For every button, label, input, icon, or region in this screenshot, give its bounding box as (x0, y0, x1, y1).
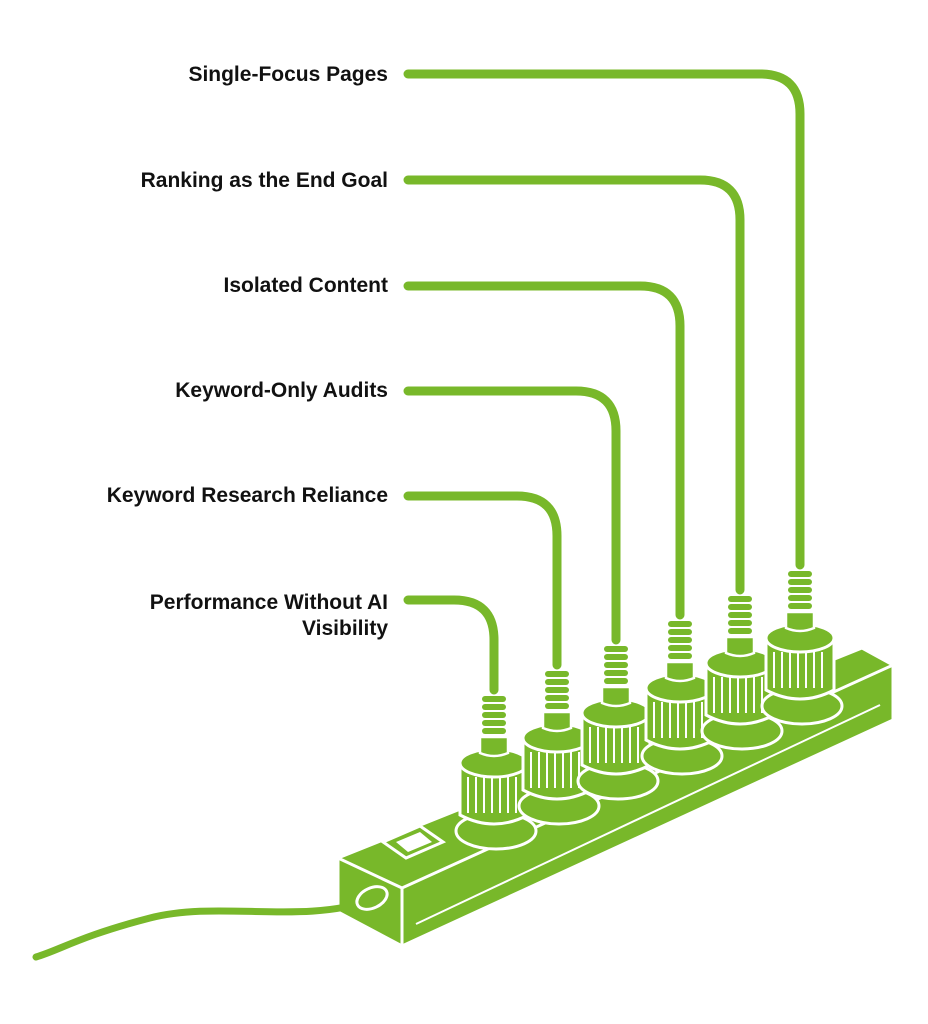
plugs (454, 571, 844, 851)
cord-grommet (355, 885, 389, 911)
plug-icon (640, 621, 724, 776)
plug-icon (517, 671, 601, 826)
label-line-2: Visibility (302, 617, 388, 640)
wire-2 (403, 175, 745, 595)
label-isolated-content: Isolated Content (223, 274, 388, 297)
wire-1 (403, 69, 805, 570)
plug-icon (760, 571, 844, 726)
plug-icon (454, 696, 538, 851)
switch-rocker (396, 832, 432, 852)
strip-front-line (415, 704, 881, 925)
label-keyword-only-audits: Keyword-Only Audits (175, 379, 388, 402)
label-performance-without-ai-visibility: Performance Without AI Visibility (150, 590, 388, 642)
plug-icon (576, 646, 660, 801)
label-single-focus-pages: Single-Focus Pages (188, 63, 388, 86)
wire-3 (403, 281, 685, 620)
wire-5 (403, 491, 562, 670)
wires (403, 69, 805, 695)
label-ranking-end-goal: Ranking as the End Goal (140, 169, 388, 192)
plug-icon (700, 596, 784, 751)
label-keyword-research-reliance: Keyword Research Reliance (106, 484, 388, 507)
wire-4 (403, 386, 621, 645)
label-line-1: Performance Without AI (149, 591, 388, 614)
power-cord-icon (32, 896, 376, 961)
wire-6 (403, 595, 499, 695)
